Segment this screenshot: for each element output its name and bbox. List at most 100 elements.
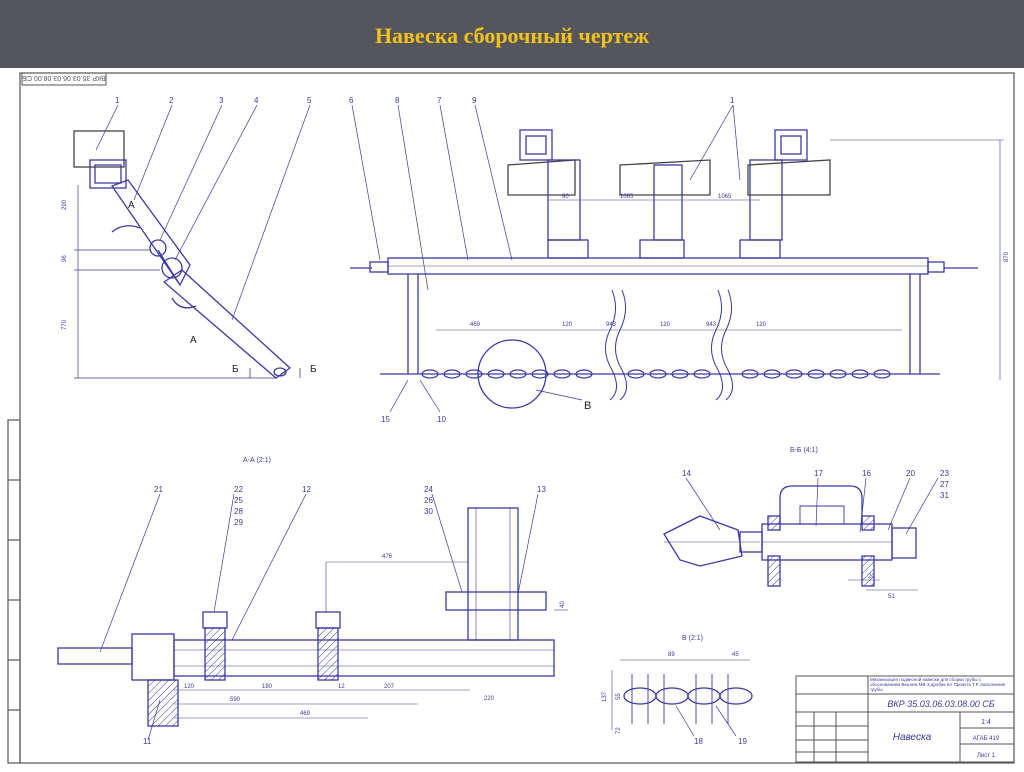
side-view (73, 130, 301, 379)
callout-3: 3 (219, 96, 224, 105)
front-view-leaders (351, 104, 741, 413)
callout-29: 29 (234, 518, 243, 527)
section-aa-leaders (99, 493, 539, 741)
callout-31: 31 (940, 491, 949, 500)
front-view (350, 129, 1004, 409)
dim-469: 469 (470, 322, 481, 328)
callout-9: 9 (472, 96, 477, 105)
section-bb (663, 485, 918, 591)
dim-180: 180 (262, 684, 273, 690)
callout-25: 25 (234, 496, 243, 505)
callout-11: 11 (143, 737, 152, 746)
callout-19: 19 (738, 737, 747, 746)
section-bb-labels: 14 17 16 20 23 27 31 20 51 (682, 469, 949, 600)
title-block-code: ВКР 35.03.06.03.08.00 СБ (887, 699, 994, 709)
title-block (795, 675, 1015, 763)
dim-943-b: 943 (706, 322, 717, 328)
callout-15: 15 (381, 415, 390, 424)
dim-55: 55 (616, 693, 622, 700)
callout-28: 28 (234, 507, 243, 516)
dim-207: 207 (384, 684, 395, 690)
callout-14: 14 (682, 469, 691, 478)
dim-120-a: 120 (562, 322, 573, 328)
dim-120: 120 (184, 684, 195, 690)
dim-12: 12 (338, 684, 345, 690)
section-aa-labels: 21 22 25 28 29 12 24 26 30 13 11 476 120… (143, 485, 566, 746)
dim-40: 40 (560, 601, 566, 608)
title-block-scale: 1:4 (981, 719, 991, 726)
dim-120-c: 120 (756, 322, 767, 328)
callout-7: 7 (437, 96, 442, 105)
dim-20: 20 (868, 574, 875, 580)
dim-469-aa: 469 (300, 711, 311, 717)
callout-12: 12 (302, 485, 311, 494)
view-marker-v: В (584, 400, 591, 412)
rotated-code-text: ВКР 35.03.06.03.08.00 СБ (22, 74, 106, 81)
view-marker-b-left: Б (232, 364, 239, 375)
side-view-labels: 1 2 3 4 5 290 96 770 А А Б Б (62, 96, 317, 375)
view-marker-a-bottom: А (190, 335, 197, 346)
title-banner: Навеска сборочный чертеж (0, 0, 1024, 68)
callout-20: 20 (906, 469, 915, 478)
callout-1: 1 (115, 96, 120, 105)
dim-90: 90 (562, 194, 569, 200)
callout-23: 23 (940, 469, 949, 478)
callout-22: 22 (234, 485, 243, 494)
callout-1b: 1 (730, 96, 735, 105)
dim-290: 290 (62, 199, 68, 210)
title-block-text: Механизация подвесной навески для сборки… (870, 677, 1006, 759)
title-block-name: Навеска (893, 732, 932, 743)
front-view-labels: 6 8 7 9 1 15 10 В 90 1065 1065 469 120 9… (349, 96, 1010, 424)
callout-6: 6 (349, 96, 354, 105)
dim-476: 476 (382, 554, 393, 560)
rotated-code-box: ВКР 35.03.06.03.08.00 СБ (21, 72, 107, 86)
assembly-drawing: ВКР 35.03.06.03.08.00 СБ 1 2 3 4 5 290 9 (7, 72, 1015, 764)
dim-96: 96 (62, 255, 68, 262)
dim-220: 220 (484, 696, 495, 702)
callout-18: 18 (694, 737, 703, 746)
view-marker-a-top: А (128, 200, 135, 211)
dim-120-b: 120 (660, 322, 671, 328)
callout-27: 27 (940, 480, 949, 489)
sheet-frame (7, 72, 1015, 764)
callout-5: 5 (307, 96, 312, 105)
side-view-leaders (95, 104, 311, 321)
dim-943-a: 943 (606, 322, 617, 328)
dim-89: 89 (668, 652, 675, 658)
detail-v-labels: 18 19 89 45 137 55 72 (602, 652, 747, 746)
section-aa-label: А-А (2:1) (243, 457, 271, 464)
callout-26: 26 (424, 496, 433, 505)
callout-21: 21 (154, 485, 163, 494)
callout-17: 17 (814, 469, 823, 478)
slide-title: Навеска сборочный чертеж (374, 23, 650, 48)
dim-137: 137 (602, 691, 608, 702)
callout-2: 2 (169, 96, 174, 105)
detail-v-label: В (2:1) (682, 635, 703, 642)
title-block-sheet: Лист 1 (977, 753, 996, 759)
dim-1065-a: 1065 (620, 194, 634, 200)
callout-10: 10 (437, 415, 446, 424)
section-aa (57, 507, 568, 727)
chain-links (421, 369, 891, 379)
view-marker-b-right: Б (310, 364, 317, 375)
section-bb-leaders (685, 477, 939, 535)
callout-4: 4 (254, 96, 259, 105)
detail-v-leaders (675, 705, 737, 737)
section-bb-label: Б-Б (4:1) (790, 447, 818, 454)
callout-30: 30 (424, 507, 433, 516)
title-block-header: Механизация подвесной навески для сборки… (870, 677, 1006, 692)
dim-51: 51 (888, 594, 895, 600)
title-block-group: АГАБ 419 (973, 736, 1000, 742)
dim-72: 72 (616, 727, 622, 734)
dim-770: 770 (62, 319, 68, 330)
callout-8: 8 (395, 96, 400, 105)
dim-45: 45 (732, 652, 739, 658)
dim-870: 870 (1004, 251, 1010, 262)
detail-v (611, 659, 753, 730)
callout-24: 24 (424, 485, 433, 494)
drawing-sheet: ВКР 35.03.06.03.08.00 СБ 1 2 3 4 5 290 9 (0, 68, 1024, 767)
dim-1065-b: 1065 (718, 194, 732, 200)
callout-16: 16 (862, 469, 871, 478)
dim-590: 590 (230, 697, 241, 703)
callout-13: 13 (537, 485, 546, 494)
